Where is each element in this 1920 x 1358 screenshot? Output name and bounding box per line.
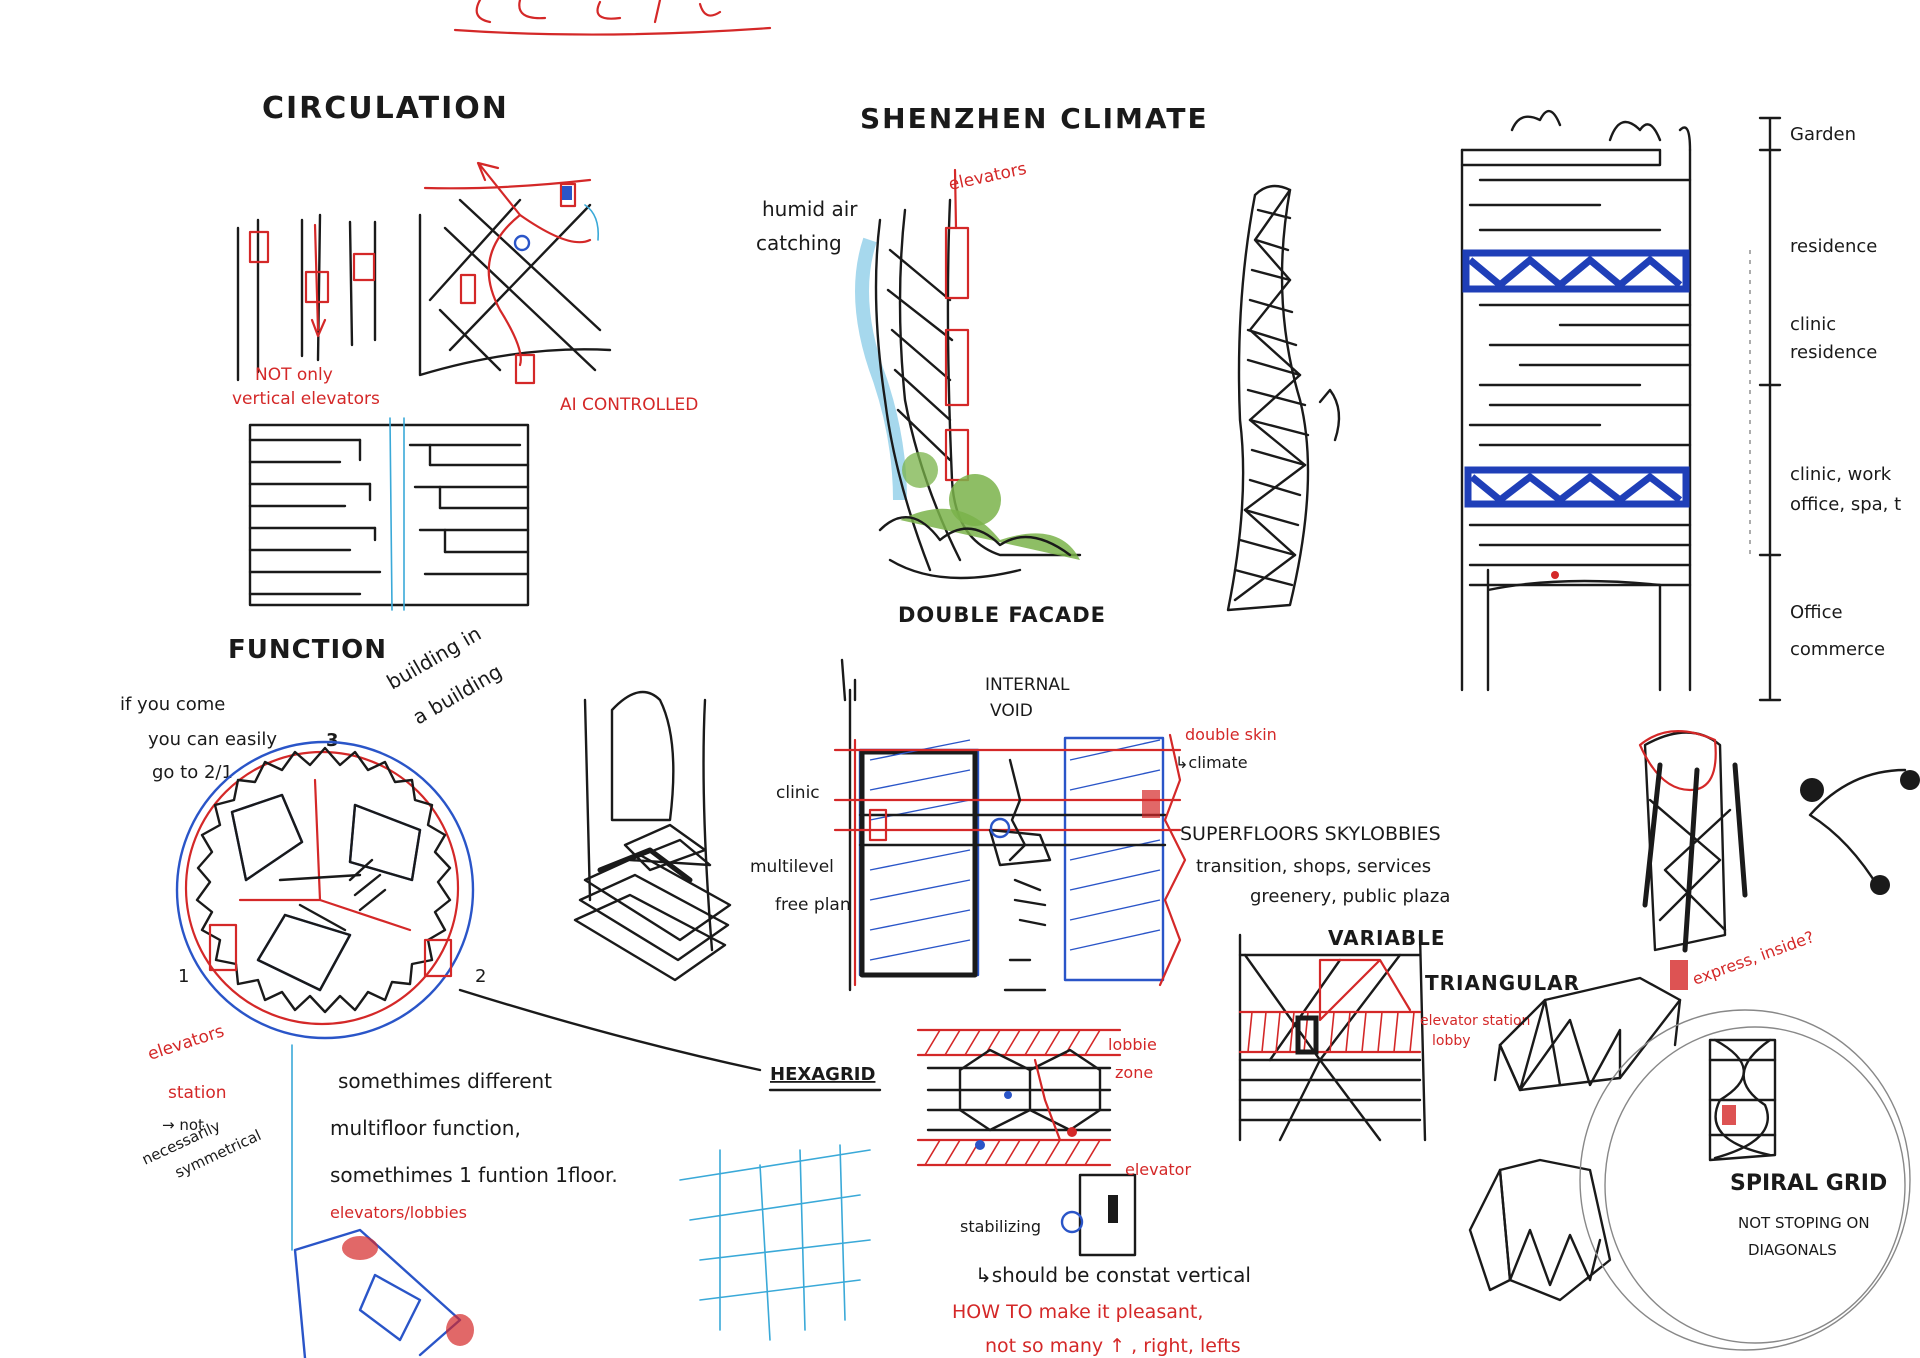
label-free-plan: free plan [775,895,851,915]
superfloors-section: INTERNAL VOID clinic multilevel free pla… [750,658,1450,992]
label-double-skin: double skin [1185,725,1277,744]
cyan-grid-sketch [679,1144,871,1341]
note-diagonals: DIAGONALS [1748,1241,1837,1259]
text-one-function: somethimes 1 funtion 1floor. [330,1163,618,1187]
label-residence: residence [1790,236,1877,257]
label-climate-arrow: ↳climate [1175,753,1248,772]
label-clinic-residence: residence [1790,342,1877,363]
variable-grid-drawing [1238,933,1427,1142]
twisting-tower [1226,184,1341,612]
label-commerce: commerce [1790,639,1885,660]
label-office-spa: office, spa, t [1790,494,1901,515]
label-office: Office [1790,602,1843,623]
note-humid-air: humid air [762,197,858,221]
note-elevators: elevators [145,1021,226,1064]
label-elevator: elevator [1125,1160,1191,1179]
label-elevator-station: elevator station [1420,1013,1530,1029]
note-if-you-come: if you come [120,694,225,715]
heading-spiral-grid: SPIRAL GRID [1730,1171,1887,1196]
heading-circulation: CIRCULATION [262,91,509,126]
heading-function: FUNCTION [228,635,387,665]
superfloor-section-drawing [833,658,1187,992]
spiral-grid-section: SPIRAL GRID NOT STOPING ON DIAGONALS [1579,1009,1911,1351]
circular-plan [175,740,762,1072]
label-clinic: clinic [1790,314,1836,335]
lower-triangle-plan [291,1044,474,1358]
hexagrid-section: HEXAGRID lobbie zone elevator stabilizin… [679,1028,1251,1357]
text-multifloor-function: multifloor function, [330,1116,521,1140]
label-greenery: greenery, public plaza [1250,886,1450,907]
note-station: station [168,1083,227,1103]
number-3: 3 [326,730,339,751]
heading-climate: SHENZHEN CLIMATE [860,102,1209,135]
text-different-multifloor: somethimes different [338,1069,552,1093]
note-go-to: go to 2/1 [152,762,233,783]
number-2: 2 [475,966,486,987]
note-elevators-lobbies: elevators/lobbies [330,1203,467,1222]
title-fragment [453,0,772,36]
note-not-so-many: not so many ↑ , right, lefts [985,1335,1241,1357]
note-not: → not [162,1116,204,1134]
label-internal: INTERNAL [985,675,1070,695]
label-clinic: clinic [776,783,820,803]
label-multilevel: multilevel [750,857,834,877]
spiral-grid-drawing [1708,1038,1777,1162]
climate-section: SHENZHEN CLIMATE humid air catching elev… [756,102,1901,702]
note-should-be-vertical: ↳should be constat vertical [975,1263,1251,1287]
circulation-section: CIRCULATION NOT only vertical elevators … [232,91,698,611]
label-stabilizing: stabilizing [960,1217,1041,1236]
note-ai-controlled: AI CONTROLLED [560,395,698,415]
vertical-shafts [236,213,377,382]
program-stack [1460,110,1782,702]
note-you-can-easily: you can easily [148,729,277,750]
note-how-to-make-it-pleasant: HOW TO make it pleasant, [952,1301,1203,1323]
note-vertical-elevators: vertical elevators [232,389,380,409]
note-catching: catching [756,231,842,255]
triangular-drawing-upper [1493,976,1682,1092]
note-elevators: elevators [947,159,1029,195]
function-section: FUNCTION if you come you can easily go t… [120,621,762,1358]
heading-triangular: TRIANGULAR [1425,971,1580,995]
diagonal-grid-plan [418,161,612,385]
heading-hexagrid: HEXAGRID [770,1064,875,1085]
number-1: 1 [178,966,189,987]
double-facade-drawing [855,168,1082,580]
stacked-building-sketch [573,690,732,982]
heading-variable: VARIABLE [1328,926,1446,950]
note-not-only: NOT only [255,365,333,385]
caption-double-facade: DOUBLE FACADE [898,603,1106,627]
label-superfloors: SUPERFLOORS SKYLOBBIES [1180,823,1441,845]
staggered-section [248,417,530,611]
label-garden: Garden [1790,124,1856,145]
tripod-tower [1638,730,1920,990]
label-clinic-work: clinic, work [1790,464,1892,485]
hexagrid-drawing [916,1028,1137,1257]
triangular-drawing-lower [1468,1158,1612,1302]
label-transition: transition, shops, services [1196,856,1431,877]
label-zone: zone [1115,1063,1153,1082]
variable-grid-section: VARIABLE elevator station lobby [1238,926,1530,1142]
note-not-stoping: NOT STOPING ON [1738,1214,1870,1232]
note-express: express, inside? [1690,927,1817,989]
label-lobby: lobby [1432,1033,1471,1049]
label-void: VOID [990,701,1033,721]
label-lobbie: lobbie [1108,1035,1157,1054]
